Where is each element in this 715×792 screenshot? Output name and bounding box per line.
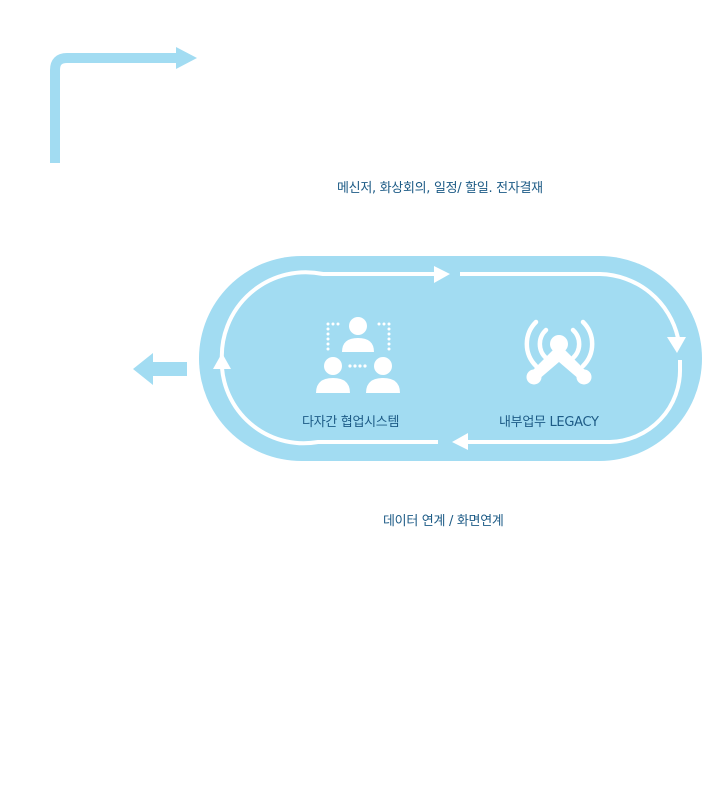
loop-track — [219, 270, 683, 446]
loop-arrow-left-icon — [213, 353, 231, 369]
elbow-arrow-icon — [50, 47, 197, 163]
loop-capsule — [199, 256, 702, 461]
bottom-label: 데이터 연계 / 화면연계 — [383, 514, 504, 529]
left-arrow-icon — [133, 353, 187, 385]
loop-arrow-top-icon — [434, 266, 450, 283]
loop-arrow-bottom-icon — [452, 433, 468, 450]
wireless-network-icon — [524, 319, 595, 385]
users-collaboration-icon — [316, 317, 400, 393]
node-label-legacy: 내부업무 LEGACY — [499, 415, 599, 430]
node-label-collaboration: 다자간 협업시스템 — [302, 415, 400, 430]
top-label: 메신저, 화상회의, 일정/ 할일. 전자결재 — [337, 181, 543, 196]
loop-arrow-right-icon — [667, 337, 686, 353]
